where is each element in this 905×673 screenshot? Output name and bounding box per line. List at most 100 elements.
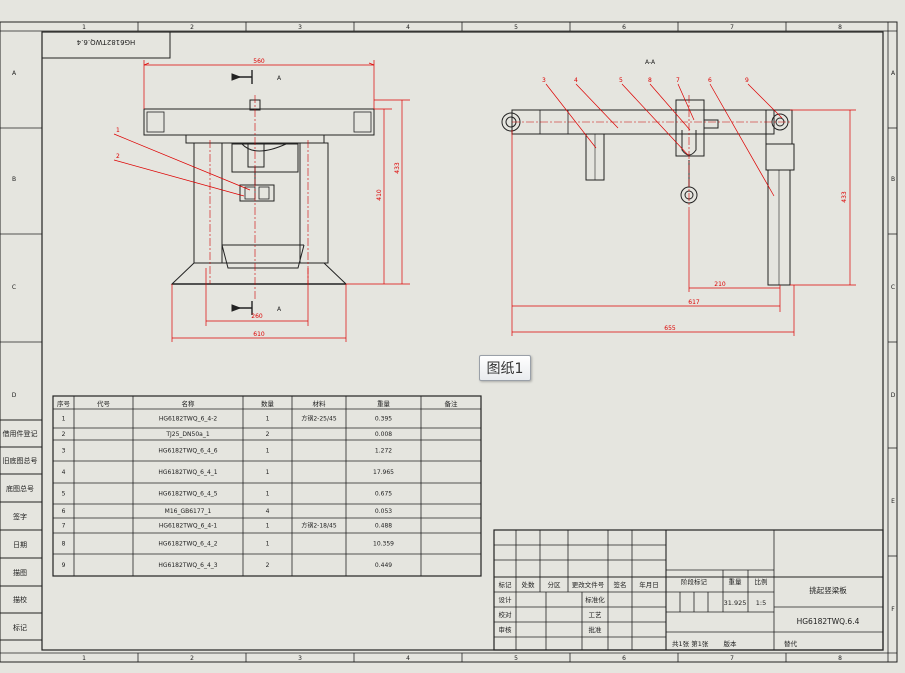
zone-number-top: 3 bbox=[298, 24, 302, 31]
bom-cell: HG6182TWQ_6_4_6 bbox=[158, 448, 217, 455]
code-box-top bbox=[41, 31, 171, 59]
tb-weight-value: 31.925 bbox=[724, 599, 747, 607]
bom-cell: 1 bbox=[266, 469, 270, 476]
front-view-dim-text: 560 433 410 260 610 1 2 bbox=[116, 58, 401, 338]
zone-letter-right: D bbox=[891, 392, 896, 399]
bom-cell: 0.053 bbox=[375, 508, 392, 515]
bom-cell: 0.488 bbox=[375, 523, 392, 530]
leader-1 bbox=[113, 133, 251, 191]
leader-2 bbox=[113, 159, 245, 197]
bom-cell: 方钢2-18/45 bbox=[301, 522, 336, 530]
bom-cell: HG6182TWQ_6_4-1 bbox=[159, 523, 218, 530]
zone-letter-right: C bbox=[891, 284, 895, 291]
tb-h-count: 处数 bbox=[522, 580, 536, 589]
tb-role-process: 工艺 bbox=[589, 611, 603, 619]
dim-base-outer: 610 bbox=[253, 331, 265, 338]
balloon-9: 9 bbox=[745, 77, 749, 84]
tb-h-docno: 更改文件号 bbox=[572, 580, 605, 589]
bom-cell: 1 bbox=[62, 416, 66, 423]
tb-role-design: 设计 bbox=[499, 595, 513, 604]
dim-210: 210 bbox=[714, 281, 726, 288]
tb-replace: 替代 bbox=[784, 639, 798, 648]
bom-cell: 4 bbox=[266, 508, 270, 515]
bom-cell: 1 bbox=[266, 416, 270, 423]
sheet-tab-label[interactable]: 图纸1 bbox=[479, 355, 531, 381]
zone-number-top: 8 bbox=[838, 24, 842, 31]
title-block bbox=[493, 529, 884, 651]
bom-cell: 8 bbox=[62, 541, 66, 548]
bom-frame bbox=[52, 395, 482, 577]
zone-ticks bbox=[137, 22, 897, 662]
bom-cell: 2 bbox=[266, 431, 270, 438]
bom-cell: 4 bbox=[62, 469, 66, 476]
inner-border bbox=[41, 31, 884, 651]
bom-cell: 2 bbox=[266, 562, 270, 569]
left-strip-label: 标记 bbox=[13, 623, 27, 632]
tb-weight-label: 重量 bbox=[729, 578, 743, 586]
section-letter-bottom: A bbox=[277, 306, 282, 313]
zone-number-top: 2 bbox=[190, 24, 194, 31]
bom-cell: 7 bbox=[62, 523, 66, 530]
tb-h-mark: 标记 bbox=[499, 580, 513, 589]
zone-number-bottom: 5 bbox=[514, 655, 518, 662]
left-registration-strip bbox=[0, 127, 42, 641]
bom-cell: 2 bbox=[62, 431, 66, 438]
bom-header-cell: 重量 bbox=[377, 400, 391, 408]
bom-cell: 1 bbox=[266, 448, 270, 455]
section-letter-top: A bbox=[277, 75, 282, 82]
balloon-6: 6 bbox=[708, 77, 712, 84]
dim-height-outer: 433 bbox=[394, 162, 401, 174]
zone-number-bottom: 8 bbox=[838, 655, 842, 662]
bom-cell: 10.359 bbox=[373, 541, 394, 548]
left-strip-label: 日期 bbox=[13, 541, 27, 549]
bom-cell: 1 bbox=[266, 491, 270, 498]
bom-cell: M16_GB6177_1 bbox=[165, 508, 212, 515]
bom-cell: HG6182TWQ_6_4_2 bbox=[158, 541, 217, 548]
dim-top-width: 560 bbox=[253, 58, 265, 65]
tb-h-date: 年月日 bbox=[639, 580, 659, 589]
bom-header-cell: 代号 bbox=[97, 399, 111, 408]
tb-scale-label: 比例 bbox=[755, 577, 768, 586]
balloon-2: 2 bbox=[116, 153, 120, 160]
bom-header-cell: 备注 bbox=[445, 399, 459, 408]
bom-cell: 3 bbox=[62, 448, 66, 455]
zone-number-top: 5 bbox=[514, 24, 518, 31]
bom-cell: 1.272 bbox=[375, 448, 392, 455]
bom-header-cell: 材料 bbox=[313, 399, 327, 408]
bom-cell: HG6182TWQ_6_4_1 bbox=[158, 469, 217, 476]
tb-scale-value: 1:5 bbox=[756, 599, 766, 607]
bom-header-cell: 序号 bbox=[57, 399, 71, 408]
bom-cell: 6 bbox=[62, 508, 66, 515]
balloon-3: 3 bbox=[542, 77, 546, 84]
tb-sheet-info: 共1张 第1张 bbox=[672, 639, 709, 648]
zone-letter-right: F bbox=[891, 606, 895, 613]
zone-number-top: 1 bbox=[82, 24, 86, 31]
balloon-4: 4 bbox=[574, 77, 578, 84]
bom-cell: 0.449 bbox=[375, 562, 392, 569]
bom-cell: 1 bbox=[266, 541, 270, 548]
balloon-7: 7 bbox=[676, 77, 680, 84]
bom-cell: 0.008 bbox=[375, 431, 392, 438]
zone-number-bottom: 7 bbox=[730, 655, 734, 662]
zone-number-top: 4 bbox=[406, 24, 410, 31]
bom-cell: 0.395 bbox=[375, 416, 392, 423]
bom-cell: 5 bbox=[62, 491, 66, 498]
bom-cell: 方钢2-25/45 bbox=[301, 415, 336, 423]
dim-base-inner: 260 bbox=[251, 313, 263, 320]
tb-h-sign: 签名 bbox=[614, 580, 627, 589]
left-strip-label: 签字 bbox=[13, 512, 27, 521]
zone-letter-right: A bbox=[891, 70, 896, 77]
zone-letter-right: B bbox=[891, 176, 895, 183]
zone-letter-left: B bbox=[12, 176, 16, 183]
bom-cell: 0.675 bbox=[375, 491, 392, 498]
balloon-8a: 8 bbox=[648, 77, 652, 84]
tb-part-name: 挑起竖梁板 bbox=[809, 585, 847, 595]
front-view bbox=[143, 70, 375, 315]
bom-cell: 1 bbox=[266, 523, 270, 530]
tb-drawing-code: HG6182TWQ.6.4 bbox=[797, 617, 860, 626]
